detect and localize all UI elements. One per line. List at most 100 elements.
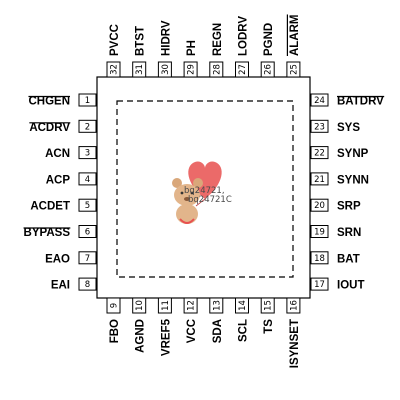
pin-number: 30 [161,64,171,75]
pin-box [132,297,147,314]
pin-name: BATDRV [337,96,384,108]
pin-name: ACDET [30,201,70,213]
pin-name: TS [263,319,275,334]
pin-number: 28 [212,64,222,75]
pin-acdet: 5 ACDET [30,198,97,213]
pin-synn: 21 SYNN [310,172,369,186]
thermal-pad-outline [116,100,294,278]
pin-number: 10 [135,300,145,311]
pin-box [310,93,329,107]
pin-name: EAO [45,253,70,265]
pin-number: 17 [314,280,325,290]
pin-box [310,225,329,238]
pin-box [310,146,329,160]
pin-number: 15 [264,300,274,311]
pin-name: ACN [45,148,70,160]
pin-box [106,61,121,78]
pin-name: SCL [238,319,250,342]
pin-eai: 8 EAI [51,277,97,292]
pin-box [78,119,97,133]
pin-box [78,172,97,186]
pin-number: 5 [85,201,90,211]
pin-number: 3 [85,149,90,159]
bear-ear-right [193,178,203,188]
pin-box [209,297,224,314]
pin-number: 27 [238,64,248,75]
pin-pvcc: 32 PVCC [106,24,121,78]
pin-pgnd: 26 PGND [260,23,275,78]
pin-box [310,198,329,212]
pin-name: PGND [263,23,275,56]
pin-number: 8 [85,280,90,290]
pin-box [157,297,172,314]
pin-name: EAI [51,280,70,292]
pin-name: SRN [337,227,361,239]
pin-number: 2 [85,122,90,132]
pin-name: SDA [212,319,224,343]
pin-iout: 17 IOUT [310,277,364,292]
pin-name: BAT [337,253,360,265]
chip-label-1: bq24721, [184,186,225,196]
pin-hidrv: 30 HIDRV [157,20,172,78]
bear-ear-left [172,178,182,188]
pins-layer: 1CHGEN2ACDRV3ACN4ACP5ACDET6BYPASS7EAO8EA… [23,14,385,368]
pin-bypass: 6 BYPASS [24,225,97,239]
pin-number: 6 [85,228,90,238]
pin-number: 31 [135,64,145,75]
pin-name: PVCC [109,24,121,56]
pin-box [78,277,97,291]
pin-box [78,251,97,265]
pin-name: SRP [337,201,361,213]
bear-body [176,204,198,224]
pin-box [286,297,301,314]
pin-srn: 19 SRN [310,225,361,239]
pin-box [209,61,224,78]
pin-box [78,198,97,212]
pin-box [260,297,275,314]
pin-name: AGND [135,319,147,353]
pin-number: 13 [212,300,222,311]
pin-number: 14 [238,300,248,311]
pin-box [132,61,147,78]
pin-number: 21 [314,175,325,185]
pin-box [260,61,275,78]
pin-box [106,297,121,314]
pin-number: 9 [110,303,120,308]
pin-box [78,225,97,238]
pin-number: 19 [314,228,325,238]
chip-label-2: bq24721C [188,195,232,205]
pin-number: 32 [110,64,120,75]
pin-box [78,93,97,107]
pin-name: BYPASS [24,227,71,239]
pin-number: 25 [289,64,299,75]
pin-name: SYNN [337,174,369,186]
pin-box [310,119,329,133]
pin-number: 26 [264,64,274,75]
pin-name: SYNP [337,148,369,160]
pin-name: HIDRV [160,20,172,56]
pin-box [183,61,198,78]
pin-box [310,251,329,265]
pin-name: ISYNSET [289,319,301,368]
bear-watermark-icon [172,161,222,224]
pin-name: SYS [337,122,360,134]
pin-name: VCC [186,319,198,343]
pin-box [310,172,329,186]
pin-name: IOUT [337,280,364,292]
pin-name: PH [186,40,198,56]
pin-name: ACP [46,174,71,186]
